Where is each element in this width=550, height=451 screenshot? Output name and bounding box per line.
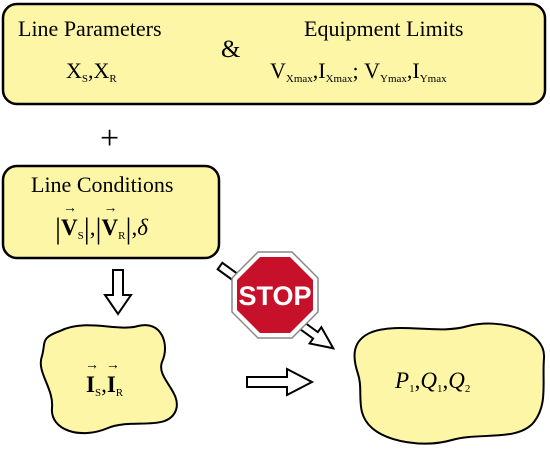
- comma: ,: [89, 215, 96, 240]
- comma: ,: [406, 58, 413, 83]
- v-y-subscript: Ymax: [380, 73, 407, 85]
- down-arrow: [103, 269, 133, 316]
- q1-subscript: 1: [436, 383, 443, 395]
- ampersand: &: [221, 36, 241, 63]
- v-x-subscript: Xmax: [285, 73, 313, 85]
- equipment-limits-vars: VXmax,IXmax; VYmax,IYmax: [270, 58, 447, 85]
- i-x-symbol: I: [318, 58, 326, 83]
- separator: ,: [101, 372, 107, 397]
- v-s-subscript: S: [77, 230, 84, 242]
- semicolon: ;: [352, 58, 359, 83]
- x-s-symbol: X: [66, 58, 82, 83]
- p1-symbol: P: [395, 368, 410, 393]
- right-arrow: [246, 367, 315, 397]
- i-x-subscript: Xmax: [325, 73, 353, 85]
- i-r-symbol: I: [106, 372, 116, 397]
- comma: ,: [312, 58, 319, 83]
- i-y-symbol: I: [412, 58, 420, 83]
- i-s-subscript: S: [94, 387, 102, 399]
- output-blob: [353, 322, 546, 445]
- q2-subscript: 2: [464, 383, 471, 395]
- stop-sign-text: STOP: [238, 281, 311, 311]
- x-r-subscript: R: [109, 73, 117, 85]
- line-conditions-title: Line Conditions: [31, 172, 174, 197]
- p1-subscript: 1: [409, 383, 415, 395]
- q2-symbol: Q: [448, 368, 465, 393]
- v-r-symbol: V: [101, 215, 119, 240]
- conditions-box: [1, 164, 221, 260]
- comma: ,: [414, 368, 421, 393]
- comma: ,: [442, 368, 449, 393]
- q1-symbol: Q: [420, 368, 437, 393]
- x-s-subscript: S: [81, 73, 89, 85]
- line-conditions-vars: |→VS|,|→VR|,δ: [55, 201, 148, 245]
- separator: ,: [88, 58, 94, 83]
- i-y-subscript: Ymax: [419, 73, 447, 85]
- i-r-subscript: R: [115, 387, 124, 399]
- i-s-symbol: I: [86, 372, 95, 397]
- comma: ,: [131, 215, 138, 240]
- currents-blob: [39, 324, 178, 435]
- x-r-symbol: X: [93, 58, 110, 83]
- line-parameters-title: Line Parameters: [18, 16, 162, 41]
- output-vars: P1,Q1,Q2: [395, 368, 470, 395]
- equipment-limits-title: Equipment Limits: [304, 16, 464, 41]
- v-s-symbol: V: [61, 215, 78, 240]
- currents-vars: →IS,→IR: [85, 358, 124, 399]
- delta-symbol: δ: [137, 215, 148, 240]
- line-parameters-vars: XS,XR: [66, 58, 117, 85]
- plus-sign: +: [100, 120, 120, 157]
- v-y-symbol: V: [364, 58, 381, 83]
- top-box: [1, 2, 547, 106]
- stop-sign: STOP: [231, 251, 319, 339]
- v-x-symbol: V: [270, 58, 286, 83]
- v-r-subscript: R: [118, 230, 126, 242]
